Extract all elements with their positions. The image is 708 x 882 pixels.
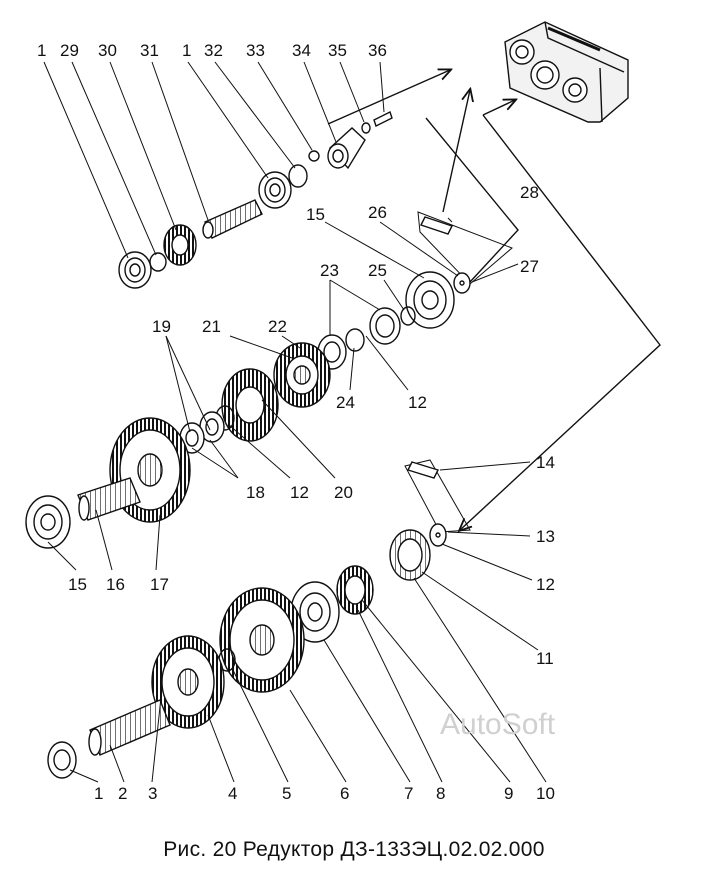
- nut-33: [308, 150, 320, 162]
- callout-lower-left: 16: [106, 575, 125, 594]
- ring-24: [345, 328, 365, 352]
- bolt-14: [404, 459, 471, 533]
- callout-leaders: [43, 61, 547, 783]
- leader-arrow: [460, 114, 661, 530]
- bearing-1-lower: [47, 741, 77, 779]
- leader-arrow: [482, 100, 515, 116]
- bearing-15-upper: [405, 271, 455, 329]
- top-bearing-1b: [258, 171, 292, 209]
- callout-bottom: 5: [282, 784, 292, 803]
- callout-upper-mid: 27: [520, 257, 539, 276]
- callout-top: 1: [37, 41, 47, 60]
- gear-6: [219, 587, 305, 693]
- callout-bottom: 1: [94, 784, 104, 803]
- leader-arrow: [442, 90, 470, 213]
- watermark: AutoSoft: [440, 708, 556, 741]
- callout-upper-mid: 23: [320, 261, 339, 280]
- callout-top: 33: [246, 41, 265, 60]
- callout-top: 32: [204, 41, 223, 60]
- callout-middle: 21: [202, 317, 221, 336]
- gear-30: [163, 224, 197, 266]
- callout-upper-mid: 26: [368, 203, 387, 222]
- callout-bottom: 7: [404, 784, 414, 803]
- callout-bottom: 4: [228, 784, 238, 803]
- shaft-31: [202, 199, 263, 239]
- gear-9: [336, 565, 374, 615]
- callout-lower-left: 17: [150, 575, 169, 594]
- bolt-36: [373, 111, 393, 127]
- callout-bottom: 10: [536, 784, 555, 803]
- gear-22: [273, 342, 331, 408]
- gear-4: [151, 635, 225, 729]
- shaft-16: [77, 477, 141, 521]
- cap-26: [453, 272, 471, 294]
- gear-20: [221, 368, 279, 442]
- bearing-15-left: [25, 495, 71, 549]
- callout-bottom: 6: [340, 784, 350, 803]
- callout-middle: 20: [334, 483, 353, 502]
- callout-middle: 24: [336, 393, 355, 412]
- sleeve-11: [389, 529, 431, 581]
- callout-bottom: 2: [118, 784, 128, 803]
- gearbox-housing: [504, 21, 629, 123]
- callout-top: 34: [292, 41, 311, 60]
- callout-middle: 19: [152, 317, 171, 336]
- callout-middle: 12: [290, 483, 309, 502]
- callout-upper-mid: 15: [306, 205, 325, 224]
- callout-top: 35: [328, 41, 347, 60]
- top-bearing-1: [118, 251, 152, 289]
- leader-arrow: [327, 70, 450, 125]
- callout-right: 13: [536, 527, 555, 546]
- callout-top: 29: [60, 41, 79, 60]
- leader-line: [425, 117, 519, 283]
- callout-top: 30: [98, 41, 117, 60]
- ring-25: [400, 306, 416, 326]
- reducer-exploded-view: [25, 21, 661, 783]
- callout-top: 31: [140, 41, 159, 60]
- ring-32: [288, 164, 308, 188]
- callout-middle: 12: [408, 393, 427, 412]
- washer-35: [361, 122, 371, 134]
- figure-caption: Рис. 20 Редуктор ДЗ-133ЭЦ.02.02.000: [163, 838, 545, 861]
- callout-right: 12: [536, 575, 555, 594]
- callout-lower-left: 15: [68, 575, 87, 594]
- callout-bottom: 9: [504, 784, 514, 803]
- callout-upper-mid: 28: [520, 183, 539, 202]
- callout-top: 36: [368, 41, 387, 60]
- callout-bottom: 3: [148, 784, 158, 803]
- callout-middle: 18: [246, 483, 265, 502]
- callout-middle: 22: [268, 317, 287, 336]
- cover-34: [327, 127, 366, 170]
- bearing-23b: [369, 307, 401, 345]
- callout-right: 11: [536, 649, 554, 668]
- callout-top: 1: [182, 41, 192, 60]
- callout-upper-mid: 25: [368, 261, 387, 280]
- callout-right: 14: [536, 453, 555, 472]
- callout-bottom: 8: [436, 784, 446, 803]
- cap-12-lower: [429, 523, 447, 547]
- shaft-2: [88, 699, 171, 756]
- ring-29: [149, 252, 167, 272]
